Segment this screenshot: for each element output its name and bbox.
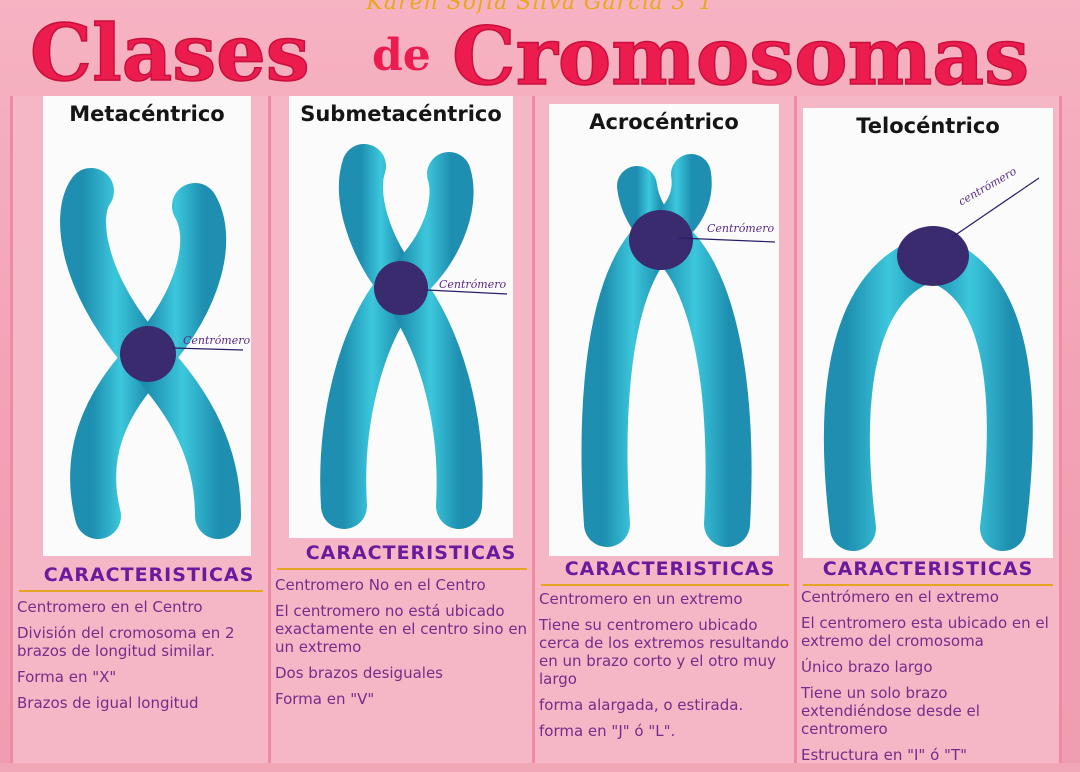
characteristics-heading: CARACTERISTICAS [43, 564, 255, 586]
characteristics-list: Centromero No en el Centro El centromero… [275, 576, 529, 716]
panel-acrocentrico: Acrocéntrico Centrómero CARACTERISTICAS … [532, 96, 798, 763]
characteristic-item: El centromero no está ubicado exactament… [275, 602, 528, 656]
panel-metacentrico: Metacéntrico Centrómero CARACTERISTICAS … [10, 96, 272, 763]
telocentric-chromosome [823, 177, 1040, 551]
characteristics-list: Centrómero en el extremo El centromero e… [801, 588, 1055, 772]
card-submetacentrico: Submetacéntrico Centrómero [289, 96, 513, 538]
card-metacentrico: Metacéntrico Centrómero [43, 96, 251, 556]
title-part2: de [372, 30, 431, 81]
poster-title: Clases de Cromosomas [0, 0, 1080, 104]
author-name: Karen Sofia Silva García 3°1 [366, 0, 714, 15]
type-title: Metacéntrico [69, 102, 225, 126]
submetacentric-chromosome [320, 144, 508, 529]
characteristics-heading: CARACTERISTICAS [822, 558, 1034, 580]
characteristic-item: Único brazo largo [801, 658, 933, 676]
characteristic-item: Centromero en un extremo [539, 590, 743, 608]
centromere [374, 261, 428, 315]
characteristic-item: Centromero en el Centro [17, 598, 203, 616]
centromere [897, 226, 969, 286]
type-title: Acrocéntrico [589, 110, 739, 134]
centromere [120, 326, 176, 382]
type-title: Submetacéntrico [300, 102, 502, 126]
characteristic-item: Estructura en "I" ó "T" [801, 746, 968, 764]
characteristic-item: Forma en "X" [17, 668, 117, 686]
characteristic-item: El centromero esta ubicado en el extremo… [801, 614, 1049, 650]
characteristics-list: Centromero en un extremo Tiene su centro… [539, 590, 791, 748]
characteristics-heading: CARACTERISTICAS [564, 558, 776, 580]
centromere-label: Centrómero [439, 278, 507, 291]
characteristic-item: Tiene su centromero ubicado cerca de los… [539, 616, 789, 688]
title-part1: Clases [30, 8, 310, 95]
characteristic-item: Brazos de igual longitud [17, 694, 199, 712]
characteristics-list: Centromero en el Centro División del cro… [17, 598, 265, 720]
characteristic-item: Centrómero en el extremo [801, 588, 999, 606]
title-part3: Cromosomas [452, 9, 1029, 95]
centromere [629, 210, 693, 270]
characteristic-item: Tiene un solo brazo extendiéndose desde … [801, 684, 980, 738]
centromere-label: Centrómero [707, 222, 775, 235]
metacentric-chromosome [60, 168, 244, 539]
centromere-label: Centrómero [183, 334, 251, 347]
type-title: Telocéntrico [856, 114, 1000, 138]
characteristics-heading: CARACTERISTICAS [305, 542, 517, 564]
characteristic-item: Centromero No en el Centro [275, 576, 486, 594]
heading-underline [19, 590, 263, 592]
card-telocentrico: Telocéntrico centrómero [803, 108, 1053, 558]
card-acrocentrico: Acrocéntrico Centrómero [549, 104, 779, 556]
characteristic-item: Dos brazos desiguales [275, 664, 443, 682]
heading-underline [803, 584, 1053, 586]
acrocentric-chromosome [581, 154, 776, 547]
panel-submetacentrico: Submetacéntrico Centrómero CARACTERISTIC… [268, 96, 536, 763]
characteristic-item: Forma en "V" [275, 690, 375, 708]
panel-telocentrico: Telocéntrico centrómero CARACTERISTICAS … [794, 96, 1062, 764]
characteristic-item: forma alargada, o estirada. [539, 696, 744, 714]
title-art: Clases de Cromosomas [29, 7, 1030, 104]
heading-underline [541, 584, 789, 586]
heading-underline [277, 568, 527, 570]
characteristic-item: forma en "J" ó "L". [539, 722, 676, 740]
characteristic-item: División del cromosoma en 2 brazos de lo… [17, 624, 235, 660]
